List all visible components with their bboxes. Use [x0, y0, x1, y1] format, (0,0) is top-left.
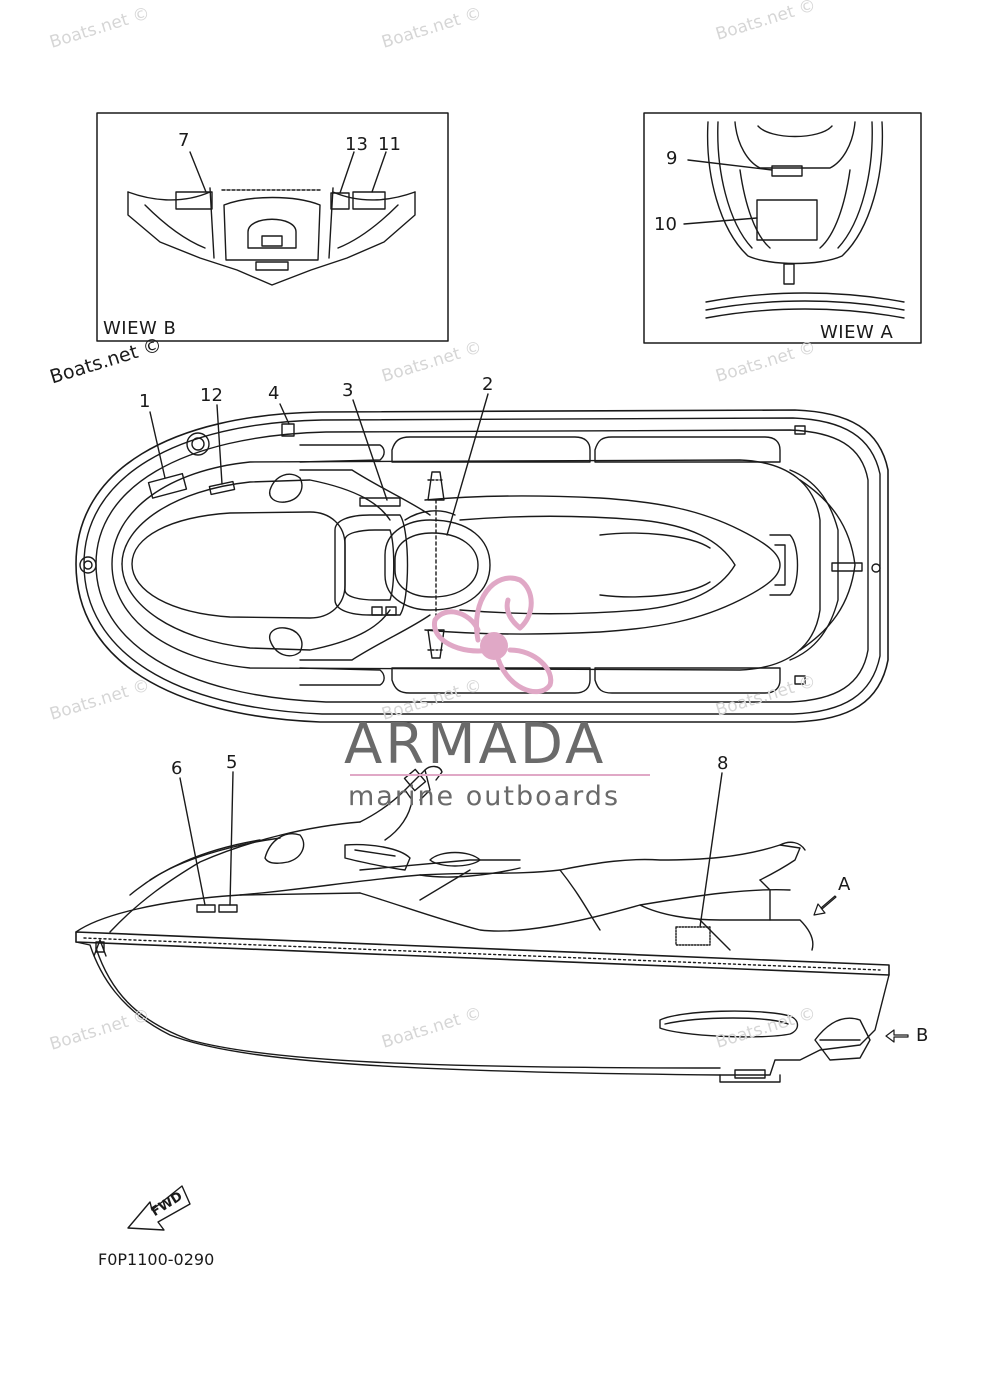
fwd-arrow-icon	[127, 1185, 191, 1231]
callout-7: 7	[178, 130, 190, 151]
label-9-decal	[771, 165, 803, 177]
brand-tagline: marine outboards	[348, 781, 621, 812]
view-a-caption: WIEW A	[820, 322, 894, 343]
armada-logo-icon	[432, 575, 554, 695]
view-b-caption: WIEW B	[103, 318, 177, 339]
part-number: F0P1100-0290	[98, 1250, 215, 1269]
callout-11: 11	[378, 134, 401, 155]
arrow-b	[885, 1029, 909, 1043]
label-11-decal	[352, 191, 386, 210]
label-10-decal	[756, 199, 818, 241]
brand-divider	[350, 774, 650, 776]
callout-8: 8	[717, 753, 729, 774]
view-b-inset	[96, 112, 449, 342]
callout-10: 10	[654, 214, 677, 235]
side-view-hull	[75, 765, 909, 1083]
callout-13: 13	[345, 134, 368, 155]
callout-3: 3	[342, 380, 354, 401]
view-marker-a: A	[838, 874, 851, 895]
view-marker-b: B	[916, 1025, 929, 1046]
arrow-a	[813, 895, 837, 916]
callout-2: 2	[482, 374, 494, 395]
brand-name: ARMADA	[344, 712, 607, 777]
label-6-decal	[196, 904, 216, 913]
callout-9: 9	[666, 148, 678, 169]
top-view-hull	[75, 393, 889, 723]
label-12-decal	[208, 480, 236, 496]
label-8-decal	[675, 926, 711, 946]
view-a-inset	[643, 112, 922, 344]
label-5-decal	[218, 904, 238, 913]
label-7-decal	[175, 191, 213, 210]
label-4-decal	[281, 423, 295, 437]
callout-6: 6	[171, 758, 183, 779]
callout-5: 5	[226, 752, 238, 773]
callout-12: 12	[200, 385, 223, 406]
callout-4: 4	[268, 383, 280, 404]
callout-1: 1	[139, 391, 151, 412]
